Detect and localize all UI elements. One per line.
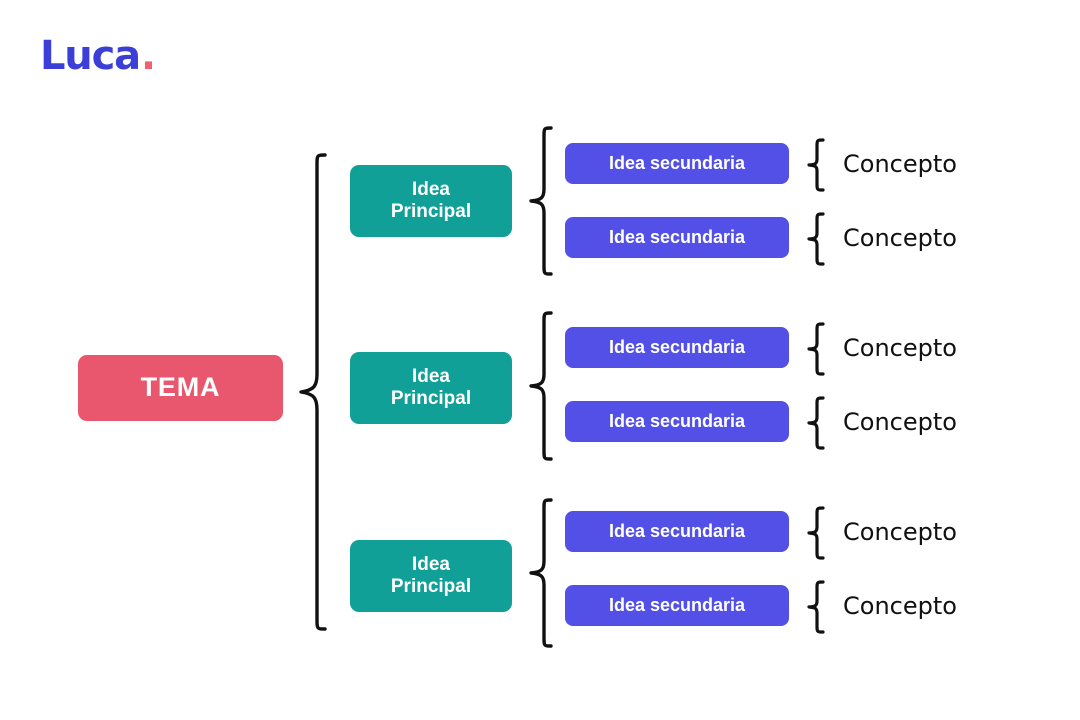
luca-logo: Luca . (40, 36, 156, 76)
main-idea-label-2-line1: Idea (411, 365, 451, 387)
concept-label-2: Concepto (843, 224, 957, 252)
secondary-idea-node-6[interactable]: Idea secundaria (565, 585, 789, 626)
main-idea-label-1-line2: Principal (390, 201, 472, 222)
topic-node-label: TEMA (140, 372, 221, 403)
brace-secondary-1-to-concept (806, 137, 826, 193)
main-idea-label-2-line2: Principal (390, 388, 472, 409)
secondary-idea-label-6: Idea secundaria (608, 594, 746, 615)
main-idea-label-3-line2: Principal (390, 576, 472, 597)
brace-main-idea-2-to-secondary (528, 310, 554, 462)
concept-label-1: Concepto (843, 150, 957, 178)
secondary-idea-label-5: Idea secundaria (608, 520, 746, 541)
secondary-idea-node-1[interactable]: Idea secundaria (565, 143, 789, 184)
secondary-idea-label-1: Idea secundaria (608, 152, 746, 173)
main-idea-node-3[interactable]: Idea Principal (350, 540, 512, 612)
secondary-idea-label-2: Idea secundaria (608, 226, 746, 247)
brace-secondary-4-to-concept (806, 395, 826, 451)
main-idea-label-1-line1: Idea (411, 178, 451, 200)
topic-node[interactable]: TEMA (78, 355, 283, 421)
logo-wordmark: Luca (40, 33, 141, 79)
brace-secondary-6-to-concept (806, 579, 826, 635)
secondary-idea-node-2[interactable]: Idea secundaria (565, 217, 789, 258)
concept-label-4: Concepto (843, 408, 957, 436)
brace-secondary-5-to-concept (806, 505, 826, 561)
brace-topic-to-main-ideas (298, 152, 328, 632)
brace-main-idea-1-to-secondary (528, 125, 554, 277)
main-idea-label-1: Idea Principal (391, 179, 471, 224)
main-idea-label-3-line1: Idea (411, 553, 451, 575)
secondary-idea-label-3: Idea secundaria (608, 336, 746, 357)
brace-secondary-3-to-concept (806, 321, 826, 377)
main-idea-label-3: Idea Principal (391, 554, 471, 599)
concept-label-5: Concepto (843, 518, 957, 546)
secondary-idea-node-5[interactable]: Idea secundaria (565, 511, 789, 552)
brace-main-idea-3-to-secondary (528, 497, 554, 649)
concept-label-6: Concepto (843, 592, 957, 620)
concept-label-3: Concepto (843, 334, 957, 362)
logo-dot-icon: . (140, 33, 157, 79)
secondary-idea-node-4[interactable]: Idea secundaria (565, 401, 789, 442)
main-idea-label-2: Idea Principal (391, 366, 471, 411)
main-idea-node-1[interactable]: Idea Principal (350, 165, 512, 237)
secondary-idea-node-3[interactable]: Idea secundaria (565, 327, 789, 368)
secondary-idea-label-4: Idea secundaria (608, 410, 746, 431)
brace-secondary-2-to-concept (806, 211, 826, 267)
main-idea-node-2[interactable]: Idea Principal (350, 352, 512, 424)
